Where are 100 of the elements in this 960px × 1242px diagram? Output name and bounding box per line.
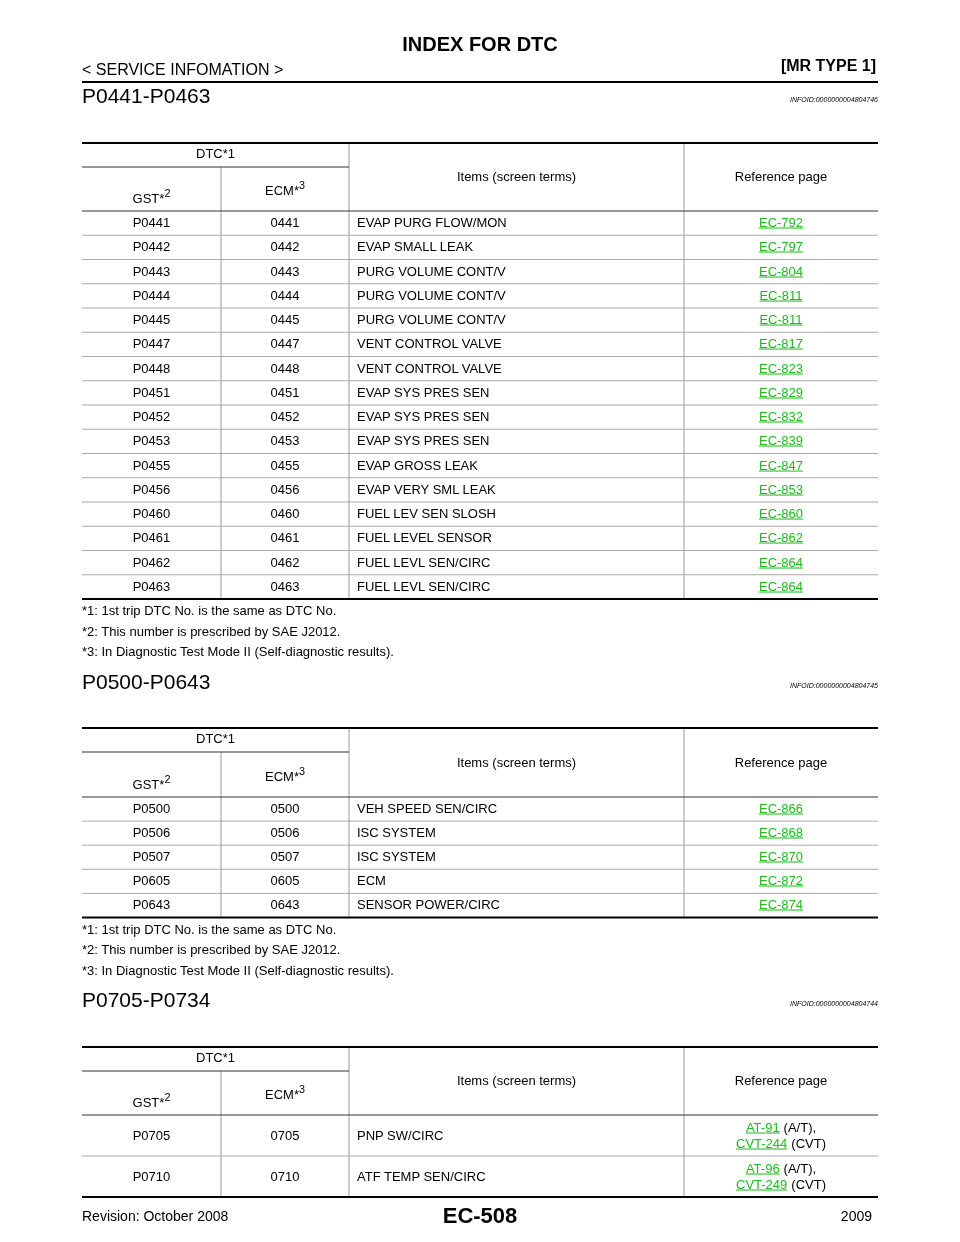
ecm-code: 0442 xyxy=(270,239,300,255)
reference-note: (A/T), xyxy=(783,1161,817,1176)
reference-link: EC-829 xyxy=(758,385,804,401)
gst-code: P0443 xyxy=(132,264,171,280)
item-name: PURG VOLUME CONT/V xyxy=(357,264,506,280)
reference-link: EC-864 xyxy=(758,579,804,595)
ecm-code: 0506 xyxy=(270,825,300,841)
item-name: VENT CONTROL VALVE xyxy=(357,336,502,352)
ecm-code: 0507 xyxy=(270,849,300,865)
item-name: EVAP SYS PRES SEN xyxy=(357,433,490,449)
column-header: DTC*1 xyxy=(196,146,235,162)
column-header: DTC*1 xyxy=(196,1050,235,1066)
reference-link: EC-847 xyxy=(758,458,804,474)
reference-link: EC-823 xyxy=(758,361,804,377)
item-name: ISC SYSTEM xyxy=(357,825,436,841)
reference-link: EC-804 xyxy=(758,264,804,280)
reference-link: AT-96 xyxy=(745,1161,780,1176)
item-name: ATF TEMP SEN/CIRC xyxy=(357,1169,486,1184)
ecm-code: 0444 xyxy=(270,288,300,304)
ecm-code: 0451 xyxy=(270,385,300,401)
column-header: Reference page xyxy=(734,1073,828,1089)
item-name: EVAP SYS PRES SEN xyxy=(357,409,490,425)
engine-type-label: [MR TYPE 1] xyxy=(780,56,876,76)
reference-note: (CVT) xyxy=(791,1177,826,1192)
gst-code: P0463 xyxy=(132,579,171,595)
item-name: PNP SW/CIRC xyxy=(357,1128,444,1143)
gst-code: P0455 xyxy=(132,458,171,474)
gst-code: P0462 xyxy=(132,555,171,571)
footnote: *1: 1st trip DTC No. is the same as DTC No. xyxy=(82,922,337,937)
gst-code: P0710 xyxy=(132,1169,171,1184)
section-heading: P0500-P0643 xyxy=(82,669,211,695)
column-header: Reference page xyxy=(734,169,828,185)
reference-note: (A/T), xyxy=(783,1120,817,1135)
gst-code: P0705 xyxy=(132,1128,171,1143)
item-name: VENT CONTROL VALVE xyxy=(357,361,502,377)
item-name: PURG VOLUME CONT/V xyxy=(357,312,506,328)
gst-code: P0456 xyxy=(132,482,171,498)
reference-link: EC-817 xyxy=(758,336,804,352)
item-name: ECM xyxy=(357,873,386,889)
ecm-code: 0453 xyxy=(270,433,300,449)
page-title: INDEX FOR DTC xyxy=(402,32,558,56)
gst-code: P0441 xyxy=(132,215,171,231)
gst-code: P0460 xyxy=(132,506,171,522)
ecm-code: 0643 xyxy=(270,897,300,913)
reference-note: (CVT) xyxy=(791,1136,826,1151)
model-year: 2009 xyxy=(840,1207,872,1225)
section-label: < SERVICE INFOMATION > xyxy=(82,60,284,80)
ecm-code: 0445 xyxy=(270,312,300,328)
column-header: Items (screen terms) xyxy=(456,755,577,770)
reference-link: EC-870 xyxy=(758,849,804,865)
column-header: ECM*$^{3}$ xyxy=(265,1083,305,1103)
gst-code: P0461 xyxy=(132,530,171,546)
footnote: *3: In Diagnostic Test Mode II (Self-diagnostic results). xyxy=(82,963,394,979)
ecm-code: 0455 xyxy=(270,458,300,474)
ecm-code: 0460 xyxy=(270,506,300,522)
gst-code: P0453 xyxy=(132,433,171,449)
reference-link: EC-860 xyxy=(758,506,804,522)
reference-link: EC-832 xyxy=(758,409,804,425)
gst-code: P0507 xyxy=(132,849,171,865)
item-name: SENSOR POWER/CIRC xyxy=(357,897,500,913)
gst-code: P0452 xyxy=(132,409,171,425)
page-number: EC-508 xyxy=(442,1203,518,1229)
reference-link: EC-864 xyxy=(758,555,804,571)
footnote: *1: 1st trip DTC No. is the same as DTC No. xyxy=(82,603,337,619)
column-header: DTC*1 xyxy=(196,731,235,747)
ecm-code: 0605 xyxy=(270,873,300,889)
ecm-code: 0447 xyxy=(270,336,300,352)
ecm-code: 0448 xyxy=(270,361,300,377)
reference-link: EC-839 xyxy=(758,433,804,449)
ecm-code: 0452 xyxy=(270,409,300,425)
reference-link: EC-866 xyxy=(758,801,804,817)
item-name: EVAP VERY SML LEAK xyxy=(357,482,496,498)
footnote: *2: This number is prescribed by SAE J2012. xyxy=(82,942,341,958)
column-header: Items (screen terms) xyxy=(456,1073,577,1089)
footnote: *3: In Diagnostic Test Mode II (Self-diagnostic results). xyxy=(82,644,394,660)
ecm-code: 0705 xyxy=(270,1128,300,1143)
gst-code: P0444 xyxy=(132,288,171,304)
reference-link: EC-853 xyxy=(758,482,804,498)
revision-date: Revision: October 2008 xyxy=(82,1207,229,1225)
ecm-code: 0500 xyxy=(270,801,300,817)
column-header: Items (screen terms) xyxy=(456,169,577,185)
reference-link: CVT-244 xyxy=(736,1136,788,1151)
item-name: EVAP GROSS LEAK xyxy=(357,458,478,474)
reference-link: AT-91 xyxy=(745,1120,780,1135)
footnote: *2: This number is prescribed by SAE J2012. xyxy=(82,624,341,640)
ecm-code: 0463 xyxy=(270,579,300,595)
ecm-code: 0443 xyxy=(270,264,300,280)
reference-link: EC-862 xyxy=(758,530,804,546)
item-name: EVAP SMALL LEAK xyxy=(357,239,474,255)
ecm-code: 0441 xyxy=(270,215,300,231)
reference-link: EC-868 xyxy=(758,825,804,841)
reference-link: EC-874 xyxy=(758,897,804,913)
gst-code: P0643 xyxy=(132,897,171,913)
gst-code: P0442 xyxy=(132,239,171,255)
ecm-code: 0710 xyxy=(270,1169,300,1184)
column-header: GST*$^{2}$ xyxy=(132,187,171,207)
ecm-code: 0461 xyxy=(270,530,300,546)
item-name: VEH SPEED SEN/CIRC xyxy=(357,801,498,817)
ecm-code: 0456 xyxy=(270,482,300,498)
item-name: FUEL LEV SEN SLOSH xyxy=(357,506,496,522)
